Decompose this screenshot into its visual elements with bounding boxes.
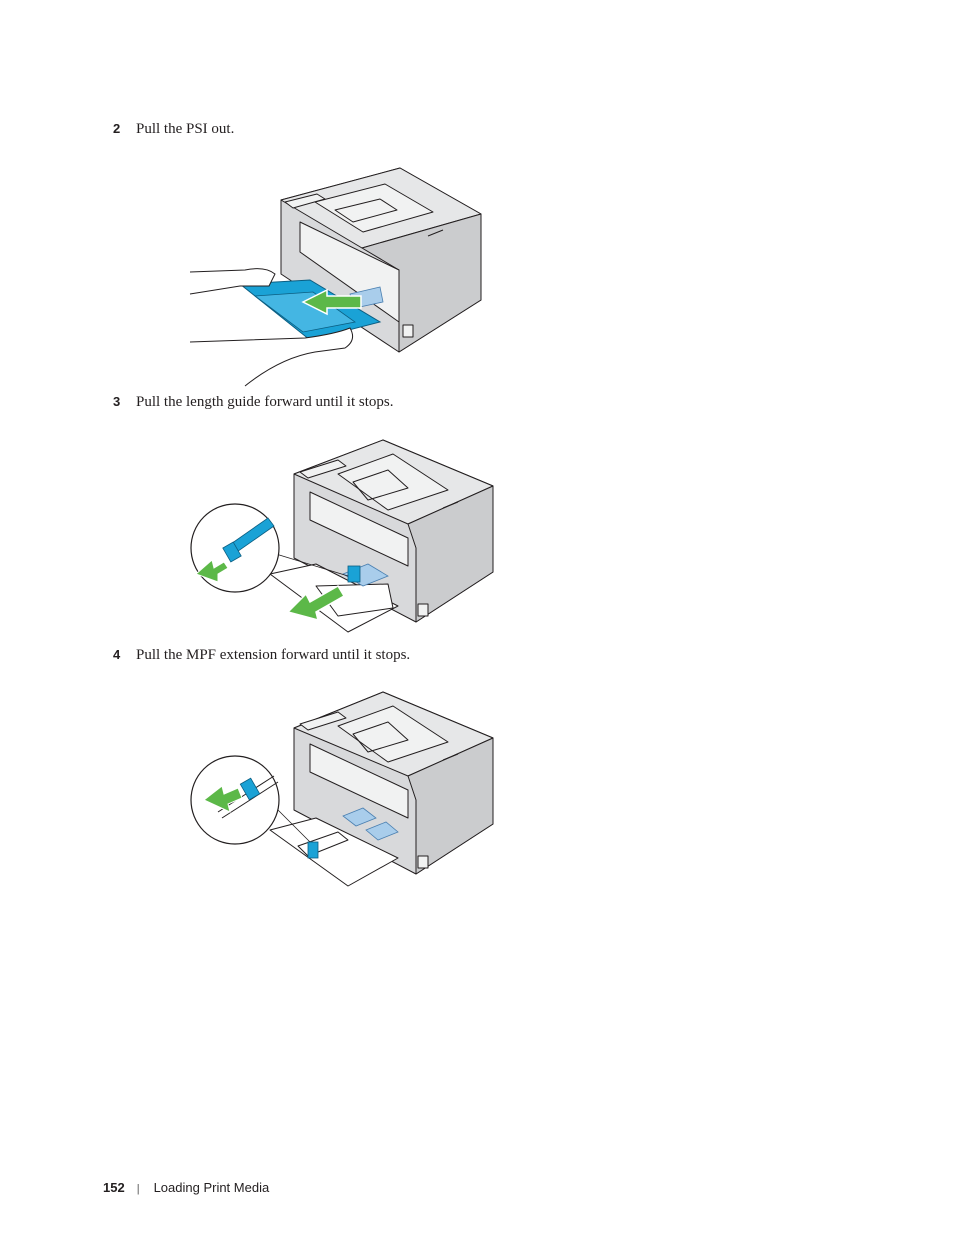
page-number: 152: [103, 1180, 125, 1195]
printer-length-guide-illustration: [190, 439, 494, 633]
step-4: 4 Pull the MPF extension forward until it…: [113, 646, 410, 664]
printer-mpf-extension-illustration: [190, 691, 494, 887]
step-number: 2: [113, 121, 121, 136]
printer-psi-illustration: [189, 167, 482, 387]
section-title: Loading Print Media: [153, 1180, 270, 1195]
footer-separator: |: [136, 1183, 140, 1195]
step-text: Pull the length guide forward until it s…: [136, 394, 394, 410]
step-number: 3: [113, 394, 121, 409]
step-text: Pull the MPF extension forward until it …: [136, 647, 411, 663]
step-3: 3 Pull the length guide forward until it …: [113, 393, 393, 411]
step-text: Pull the PSI out.: [136, 121, 235, 137]
step-number: 4: [113, 647, 121, 662]
page-footer: 152 | Loading Print Media: [103, 1180, 269, 1195]
step-2: 2 Pull the PSI out.: [113, 120, 234, 138]
